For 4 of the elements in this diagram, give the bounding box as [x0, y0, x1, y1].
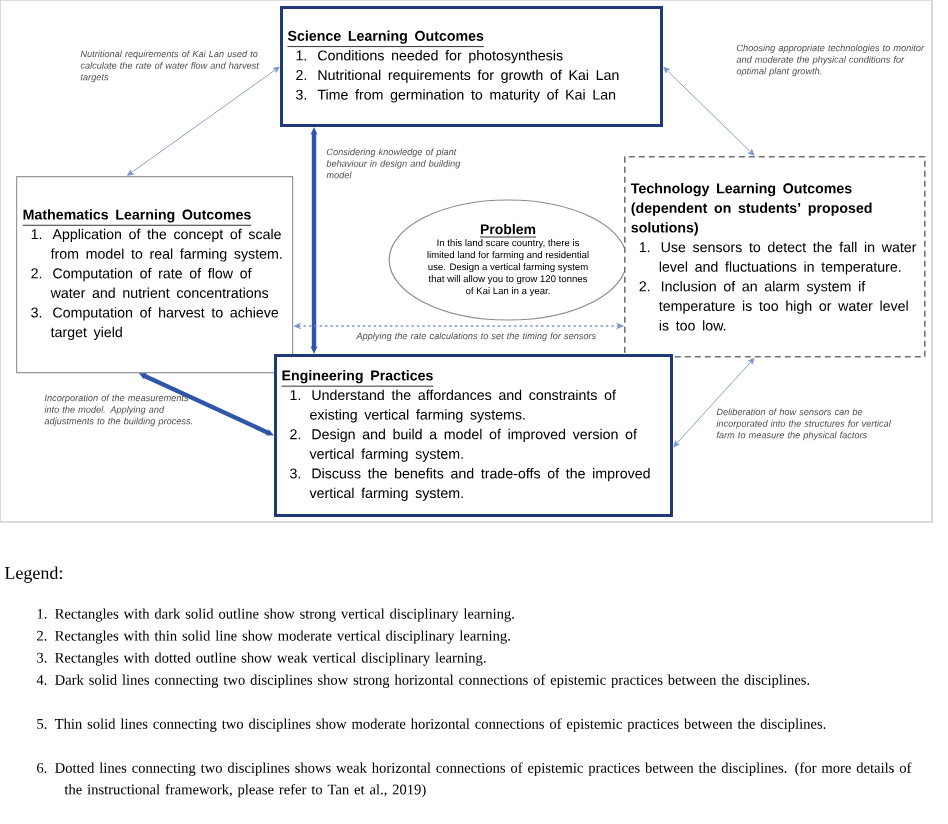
legend-heading: Legend:	[4, 566, 62, 583]
connector-arrow	[673, 357, 755, 448]
connector-arrow	[127, 66, 280, 176]
connector-arrow	[663, 66, 755, 156]
